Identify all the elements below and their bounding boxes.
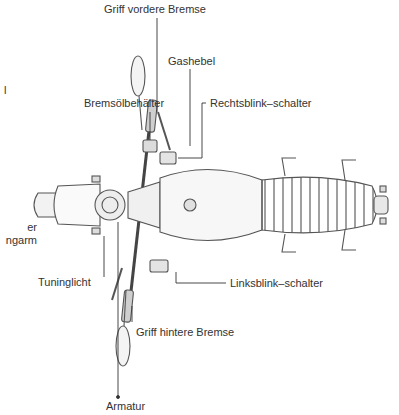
part-label: Gashebel xyxy=(168,55,215,68)
part-label: Linksblink–schalter xyxy=(230,277,323,290)
part-label: Tuninglicht xyxy=(38,276,91,289)
part-label: l xyxy=(4,84,6,97)
part-label: Bremsölbehälter xyxy=(84,97,164,110)
part-label: er ngarm xyxy=(1,221,37,247)
part-label: Rechtsblink–schalter xyxy=(210,97,312,110)
part-label: Armatur xyxy=(106,400,145,413)
part-label: Griff vordere Bremse xyxy=(104,3,206,16)
motorcycle-outline xyxy=(34,56,388,366)
part-label: Griff hintere Bremse xyxy=(136,326,234,339)
leader-lines xyxy=(104,18,226,399)
